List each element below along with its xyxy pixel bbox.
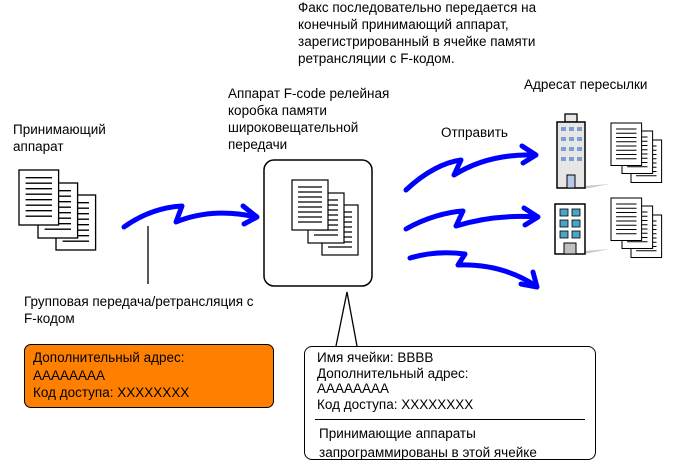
relay-box-label-line: коробка памяти <box>228 103 327 118</box>
group-transmission-label-line: F-кодом <box>24 311 75 326</box>
forward-destination-label: Адресат пересылки <box>524 77 648 92</box>
office-building-icon <box>556 113 610 189</box>
sub-address-label: Дополнительный адрес: <box>317 365 469 381</box>
group-transmission-label-line: Групповая передача/ретрансляция с <box>24 294 254 309</box>
top-note-line: зарегистрированный в ячейке памяти <box>298 34 536 49</box>
sub-address-value: AAAAAAAA <box>33 367 106 383</box>
top-note: Факс последовательно передается на конеч… <box>298 0 536 67</box>
relay-box-label: Аппарат F-code релейная коробка памяти ш… <box>228 85 389 153</box>
receiving-device-label: Принимающий аппарат <box>13 121 106 155</box>
transmission-settings-box: Дополнительный адрес: AAAAAAAA Код досту… <box>24 344 274 408</box>
top-note-line: конечный принимающий аппарат, <box>298 17 509 32</box>
programmed-note-line: запрограммированы в этой ячейке <box>319 445 537 460</box>
outgoing-arrow-icon-2 <box>403 205 541 232</box>
top-note-line: Факс последовательно передается на <box>298 0 537 15</box>
relay-box-label-line: передачи <box>228 137 288 152</box>
passcode-line: Код доступа: XXXXXXXX <box>33 385 190 400</box>
incoming-arrow-icon <box>121 203 260 230</box>
programmed-note-line: Принимающие аппараты <box>319 426 476 441</box>
outgoing-arrow-icon-3 <box>407 250 540 290</box>
destination-documents-icon-2 <box>610 197 663 259</box>
send-label: Отправить <box>441 125 508 140</box>
relay-box-label-line: широковещательной <box>228 120 359 135</box>
cell-name-line: Имя ячейки: BBBB <box>317 350 434 365</box>
outgoing-arrow-icon-1 <box>403 143 539 193</box>
divider <box>315 419 585 420</box>
memory-box-settings-callout: Имя ячейки: BBBB Дополнительный адрес: A… <box>304 346 596 460</box>
receiving-device-label-line: Принимающий <box>13 122 106 137</box>
group-transmission-label: Групповая передача/ретрансляция с F-кодо… <box>24 293 254 327</box>
receiving-device-documents-icon <box>18 169 97 251</box>
sub-address-label: Дополнительный адрес: <box>33 350 185 365</box>
relay-box-label-line: Аппарат F-code релейная <box>228 86 390 101</box>
destination-documents-icon-1 <box>610 122 663 184</box>
top-note-line: ретрансляции с F-кодом. <box>298 51 455 66</box>
callout-pointer <box>335 291 358 347</box>
receiving-device-label-line: аппарат <box>13 139 64 154</box>
sub-address-value: AAAAAAAA <box>317 381 390 396</box>
passcode-line: Код доступа: XXXXXXXX <box>317 396 474 412</box>
apartment-building-icon <box>554 203 610 255</box>
